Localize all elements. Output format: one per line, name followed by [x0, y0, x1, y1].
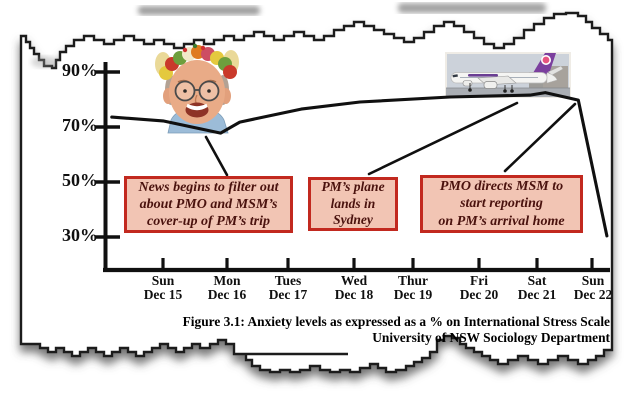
- y-axis-label-30: 30%: [62, 225, 98, 245]
- axes: [95, 62, 610, 273]
- pm-with-lei-image: [155, 43, 239, 134]
- annotation-box-coverup-news: News begins to filter out about PMO and …: [124, 176, 293, 233]
- caption-line-2: University of NSW Sociology Department: [372, 330, 610, 346]
- x-ticks: [161, 258, 594, 272]
- annotation-box-plane-lands: PM’s plane lands in Sydney: [308, 177, 398, 231]
- torn-flap-shadow: [31, 56, 57, 68]
- annotation-box-pmo-directs: PMO directs MSM to start reporting on PM…: [420, 175, 583, 233]
- torn-shadow-smudge-right: [398, 3, 546, 13]
- torn-shadow-smudge-left: [138, 6, 260, 15]
- anxiety-line: [110, 91, 609, 238]
- callout-lines: [204, 101, 577, 177]
- hawaiian-airlines-plane-image: [445, 52, 571, 98]
- caption-line-1: Figure 3.1: Anxiety levels as expressed …: [182, 314, 610, 329]
- y-axis-label-70: 70%: [62, 115, 98, 135]
- y-axis-label-90: 90%: [62, 60, 98, 80]
- y-axis-label-50: 50%: [62, 170, 98, 190]
- figure-caption: Figure 3.1: Anxiety levels as expressed …: [140, 314, 610, 346]
